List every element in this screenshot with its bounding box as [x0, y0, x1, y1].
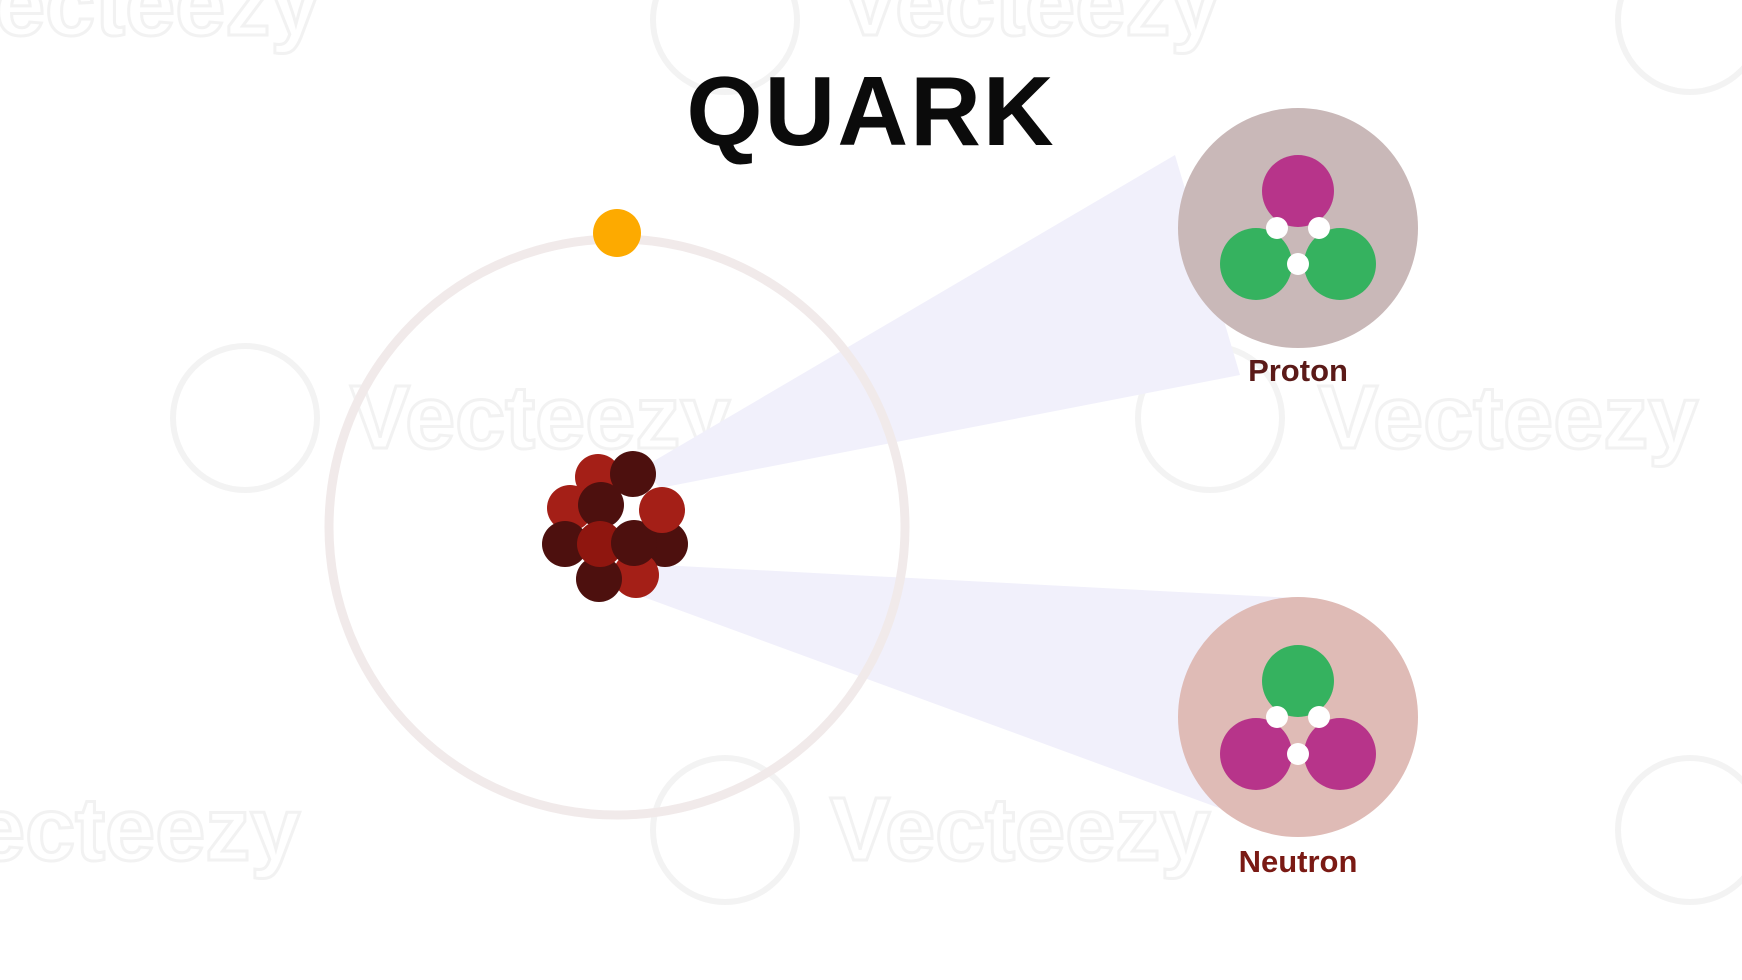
gluon	[1266, 706, 1288, 728]
proton-zoom	[1178, 108, 1418, 348]
down-quark	[1262, 645, 1334, 717]
watermark-logo-icon	[170, 343, 320, 493]
proton-label: Proton	[1248, 353, 1348, 388]
watermark-text-layer: Vecteezy Vecteezy Vecteezy Vecteezy Vect…	[0, 0, 1700, 882]
watermark-text: Vecteezy	[0, 0, 320, 55]
up-quark	[1262, 155, 1334, 227]
diagram-title: QUARK	[686, 56, 1056, 166]
watermark-text: Vecteezy	[350, 368, 730, 468]
nucleon-neutron	[576, 556, 622, 602]
watermark-text: Vecteezy	[0, 780, 300, 880]
electron	[593, 209, 641, 257]
nucleon-proton	[639, 487, 685, 533]
down-quark	[1304, 228, 1376, 300]
watermark-text: Vecteezy	[830, 780, 1210, 880]
nucleon-neutron	[610, 451, 656, 497]
nucleon-proton	[577, 521, 623, 567]
up-quark	[1304, 718, 1376, 790]
gluon	[1308, 217, 1330, 239]
watermark-logo-icon	[1615, 755, 1742, 905]
watermark-text: Vecteezy	[840, 0, 1220, 55]
neutron-label: Neutron	[1238, 844, 1358, 879]
nucleon-neutron	[611, 520, 657, 566]
nucleon-neutron	[542, 521, 588, 567]
gluon	[1287, 253, 1309, 275]
proton-zoom-beam	[642, 155, 1240, 488]
gluon	[1287, 743, 1309, 765]
gluon	[1308, 706, 1330, 728]
neutron-zoom	[1178, 597, 1418, 837]
watermark-text: Vecteezy	[1318, 368, 1698, 468]
watermark-layer	[170, 0, 1742, 905]
electron-orbit	[324, 234, 910, 820]
watermark-logo-icon	[650, 0, 800, 95]
gluon	[1266, 217, 1288, 239]
down-quark	[1220, 228, 1292, 300]
neutron-zoom-beam	[638, 565, 1295, 812]
watermark-logo-icon	[650, 755, 800, 905]
up-quark	[1220, 718, 1292, 790]
nucleon-neutron	[578, 482, 624, 528]
watermark-logo-icon	[1615, 0, 1742, 95]
nucleus	[542, 451, 688, 602]
